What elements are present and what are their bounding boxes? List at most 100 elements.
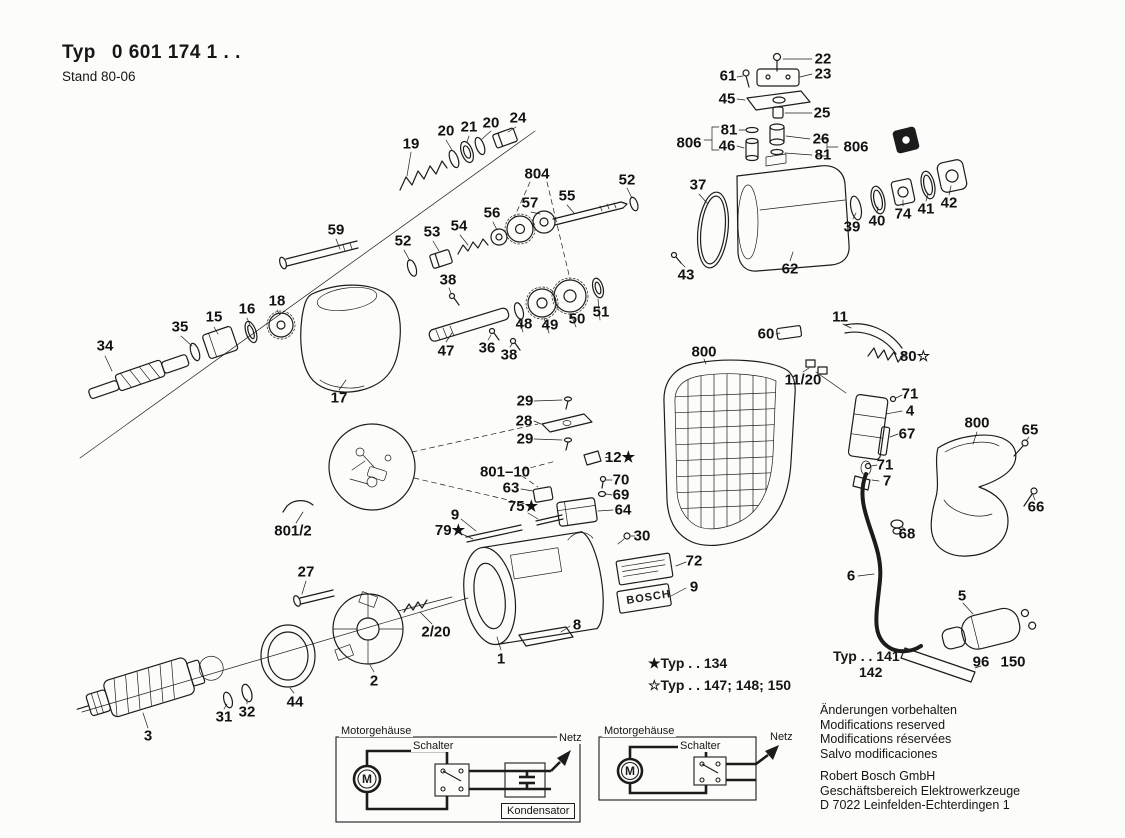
company-block: Robert Bosch GmbH Geschäftsbereich Elekt… <box>820 769 1020 813</box>
part-label-20: 20 <box>482 114 500 132</box>
part-label-1: 1 <box>496 650 506 668</box>
part-label-39: 39 <box>843 218 861 236</box>
part-label-51: 51 <box>592 303 610 321</box>
axis-lines <box>79 130 536 713</box>
part-label-79★: 79★ <box>434 522 466 539</box>
part-label-64: 64 <box>614 501 632 519</box>
part-label-804: 804 <box>524 165 550 183</box>
part-label-26: 26 <box>812 130 830 148</box>
part-label-19: 19 <box>402 135 420 153</box>
part-label-4: 4 <box>905 402 915 420</box>
part-label-50: 50 <box>568 310 586 328</box>
part-label-61: 61 <box>719 67 737 85</box>
part-label-67: 67 <box>898 425 916 443</box>
part-label-800: 800 <box>964 414 990 432</box>
part-label-22: 22 <box>814 50 832 68</box>
part-label-36: 36 <box>478 339 496 357</box>
part-label-12★: 12★ <box>604 449 636 466</box>
mains-label: Netz <box>768 731 795 743</box>
armature-cluster <box>76 580 453 729</box>
part-label-46: 46 <box>718 137 736 155</box>
legal-line-de: Änderungen vorbehalten <box>820 703 957 717</box>
part-label-96: 96 <box>972 653 990 671</box>
part-label-44: 44 <box>286 693 304 711</box>
part-label-69: 69 <box>612 486 630 504</box>
part-label-63: 63 <box>502 479 520 497</box>
part-label-8: 8 <box>572 616 582 634</box>
gear-train <box>403 181 639 280</box>
part-label-53: 53 <box>423 223 441 241</box>
part-label-32: 32 <box>238 703 256 721</box>
part-label-68: 68 <box>898 525 916 543</box>
part-label-30: 30 <box>633 527 651 545</box>
note-star-open: ☆Typ . . 147; 148; 150 <box>648 677 792 693</box>
wiring-diagram-plain: M Motorgehäuse Schalter Netz <box>598 724 795 804</box>
part-label-2: 2 <box>369 672 379 690</box>
type-notes: ★Typ . . 134 ☆Typ . . 147; 148; 150 <box>648 652 791 696</box>
part-label-806: 806 <box>843 138 869 156</box>
part-label-71: 71 <box>876 456 894 474</box>
part-label-52: 52 <box>394 232 412 250</box>
handle-housing-shell <box>930 431 1038 557</box>
part-label-5: 5 <box>957 587 967 605</box>
part-label-55: 55 <box>558 187 576 205</box>
part-label-150: 150 <box>1000 653 1026 671</box>
part-label-48: 48 <box>515 315 533 333</box>
part-label-43: 43 <box>677 266 695 284</box>
part-label-65: 65 <box>1021 421 1039 439</box>
part-label-75★: 75★ <box>507 498 539 515</box>
motor-housing-label: Motorgehäuse <box>339 725 414 737</box>
part-label-15: 15 <box>205 308 223 326</box>
part-label-25: 25 <box>813 104 831 122</box>
part-label-38: 38 <box>500 346 518 364</box>
part-label-806: 806 <box>676 134 702 152</box>
part-label-3: 3 <box>143 727 153 745</box>
type-label: Typ <box>62 42 96 63</box>
part-label-72: 72 <box>685 552 703 570</box>
part-label-34: 34 <box>96 337 114 355</box>
part-label-801–10: 801–10 <box>479 463 531 481</box>
part-label-35: 35 <box>171 318 189 336</box>
part-label-23: 23 <box>814 65 832 83</box>
wiring-diagram-capacitor: M Motorgehäuse Schalter Netz Kondensator <box>335 724 587 824</box>
wiring-schematic-1: M <box>335 736 581 823</box>
top-fastener-cluster <box>703 52 839 162</box>
part-label-18: 18 <box>268 292 286 310</box>
switch-parts-cluster <box>520 396 636 545</box>
spring-washer-chain <box>399 126 518 191</box>
spindle-chain <box>88 284 401 399</box>
legal-line-es: Salvo modificaciones <box>820 746 938 761</box>
part-label-81: 81 <box>814 146 832 164</box>
company-name: Robert Bosch GmbH <box>820 769 936 783</box>
detail-inset-circle <box>282 423 539 524</box>
revision-date: Stand 80-06 <box>62 69 136 84</box>
part-label-21: 21 <box>460 118 478 136</box>
part-label-62: 62 <box>781 260 799 278</box>
part-label-80☆: 80☆ <box>899 348 931 365</box>
part-label-29: 29 <box>516 392 534 410</box>
part-label-45: 45 <box>718 90 736 108</box>
part-label-9: 9 <box>450 506 460 524</box>
part-label-9: 9 <box>689 578 699 596</box>
part-label-24: 24 <box>509 109 527 127</box>
part-label-56: 56 <box>483 204 501 222</box>
gear-housing-cluster <box>670 126 968 272</box>
part-label-11/20: 11/20 <box>784 371 822 389</box>
part-label-49: 49 <box>541 316 559 334</box>
part-label-71: 71 <box>901 385 919 403</box>
note-typ-141: Typ . . 141 <box>833 648 900 664</box>
part-label-59: 59 <box>327 221 345 239</box>
part-label-70: 70 <box>612 471 630 489</box>
company-address: D 7022 Leinfelden-Echterdingen 1 <box>820 798 1010 812</box>
part-label-11: 11 <box>832 308 848 326</box>
part-label-29: 29 <box>516 430 534 448</box>
part-label-27: 27 <box>297 563 315 581</box>
part-label-52: 52 <box>618 171 636 189</box>
part-label-40: 40 <box>868 212 886 230</box>
part-label-66: 66 <box>1027 498 1045 516</box>
note-star-filled: ★Typ . . 134 <box>648 655 728 671</box>
part-label-37: 37 <box>689 176 707 194</box>
